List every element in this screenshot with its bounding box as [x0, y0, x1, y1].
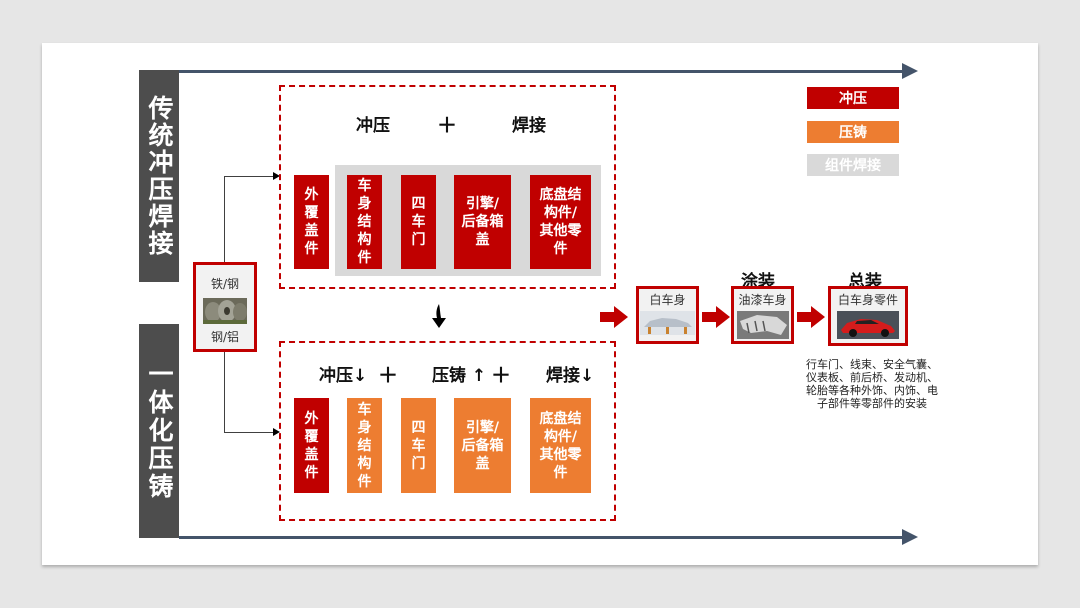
- lane-label-traditional-text: 传统冲压焊接: [145, 95, 174, 257]
- traditional-process-box: [279, 85, 616, 289]
- connector-to-integrated: [224, 352, 225, 432]
- painted-body-photo: [736, 311, 789, 339]
- traditional-part-body-structure: 车身结构件: [347, 175, 382, 269]
- top-axis-line: [179, 70, 907, 73]
- integrated-part-four-doors: 四车门: [401, 398, 436, 493]
- integrated-part-chassis: 底盘结构件/其他零件: [530, 398, 591, 493]
- body-in-white-photo: [640, 311, 695, 335]
- connector-to-traditional-h: [224, 176, 278, 177]
- traditional-part-outer-panels: 外覆盖件: [294, 175, 329, 269]
- slide: 传统冲压焊接 一体化压铸 铁/钢 钢/铝 冲压 ＋ 焊接 外覆盖件 车身结构件 …: [42, 43, 1038, 565]
- integrated-title-plus-2: ＋: [491, 363, 511, 387]
- material-bottom-label: 钢/铝: [210, 330, 240, 344]
- integrated-title-welding: 焊接↓: [546, 366, 595, 386]
- traditional-part-chassis: 底盘结构件/其他零件: [530, 175, 591, 269]
- top-axis-arrowhead-icon: [902, 63, 918, 79]
- assembled-car-box: 白车身零件: [828, 286, 908, 346]
- flow-arrow-icon: [702, 306, 730, 328]
- integrated-title-stamping: 冲压↓: [319, 366, 368, 386]
- connector-to-traditional: [224, 176, 225, 262]
- body-in-white-label: 白车身: [649, 293, 686, 307]
- integrated-process-box: [279, 341, 616, 521]
- body-in-white-box: 白车身: [636, 286, 699, 344]
- traditional-title-plus: ＋: [437, 113, 457, 137]
- integrated-title-plus-1: ＋: [378, 363, 398, 387]
- bottom-axis-line: [179, 536, 907, 539]
- legend-welding: 组件焊接: [807, 154, 899, 176]
- flow-arrow-icon: [797, 306, 825, 328]
- integrated-part-hood-trunk: 引擎/后备箱盖: [454, 398, 511, 493]
- steel-coil-photo: [203, 297, 247, 324]
- material-box: 铁/钢 钢/铝: [193, 262, 257, 352]
- connector-to-integrated-h: [224, 432, 278, 433]
- painted-body-label: 油漆车身: [738, 293, 787, 307]
- legend-stamping: 冲压: [807, 87, 899, 109]
- material-top-label: 铁/钢: [210, 277, 240, 291]
- lane-label-integrated-text: 一体化压铸: [145, 361, 174, 501]
- flow-arrow-icon: [600, 306, 628, 328]
- lane-label-integrated: 一体化压铸: [139, 324, 179, 538]
- bottom-axis-arrowhead-icon: [902, 529, 918, 545]
- integrated-part-outer-panels: 外覆盖件: [294, 398, 329, 493]
- traditional-title-welding: 焊接: [512, 116, 546, 136]
- integrated-part-body-structure: 车身结构件: [347, 398, 382, 493]
- lane-label-traditional: 传统冲压焊接: [139, 70, 179, 282]
- traditional-part-hood-trunk: 引擎/后备箱盖: [454, 175, 511, 269]
- painted-body-box: 油漆车身: [731, 286, 794, 344]
- assembly-note: 行车门、线束、安全气囊、仪表板、前后桥、发动机、轮胎等各种外饰、内饰、电子部件等…: [806, 358, 938, 410]
- transition-down-arrow-icon: [432, 304, 446, 328]
- assembled-car-photo: [837, 311, 899, 339]
- traditional-title-stamping: 冲压: [356, 116, 390, 136]
- assembled-car-label: 白车身零件: [837, 293, 898, 307]
- integrated-title-diecasting: 压铸 ↑: [432, 366, 487, 386]
- legend-diecasting: 压铸: [807, 121, 899, 143]
- traditional-part-four-doors: 四车门: [401, 175, 436, 269]
- connector-arrowhead-icon: [273, 428, 280, 436]
- connector-arrowhead-icon: [273, 172, 280, 180]
